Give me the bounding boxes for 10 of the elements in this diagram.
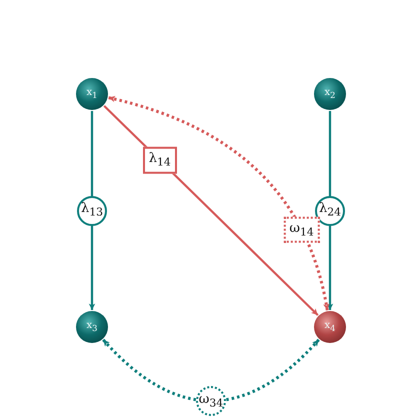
dotted-arrow [102,338,320,402]
edge-label: ω$_{14}$ [283,216,320,243]
edge-label: λ$_{24}$ [315,196,345,226]
sphere-node: x$_{1}$ [76,78,108,110]
sphere-node: x$_{3}$ [76,311,108,343]
edge-label: λ$_{13}$ [77,196,107,226]
sphere-node: x$_{2}$ [314,78,346,110]
sphere-node: x$_{4}$ [314,311,346,343]
edge-label: λ$_{14}$ [142,147,177,174]
edge-label: ω$_{34}$ [196,386,226,416]
